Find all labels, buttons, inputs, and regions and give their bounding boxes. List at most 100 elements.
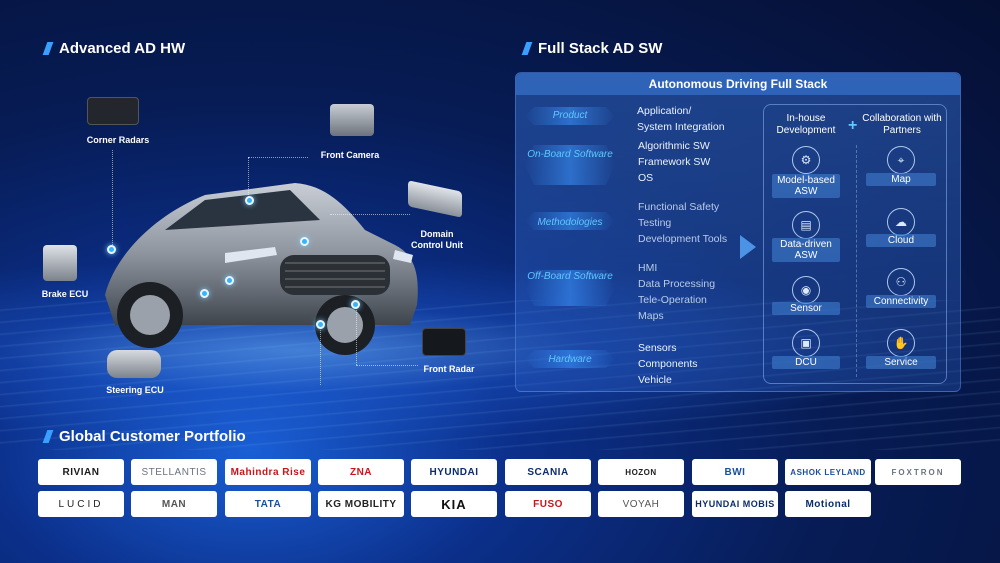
sensor-dot [107,245,116,254]
card-label-cloud: Cloud [866,234,936,247]
hw-title-text: Advanced AD HW [59,40,186,57]
slash-icon [521,42,533,55]
logo-fuso: FUSO [505,491,591,517]
corner-radar-image [87,97,139,125]
logo-man: MAN [131,491,217,517]
card-label-connectivity: Connectivity [866,295,936,308]
layer-item: Vehicle [638,374,672,386]
layer-band [525,212,615,230]
arrow-right-icon [740,235,756,259]
inhouse-title: In-house Development [776,113,836,136]
sw-title-text: Full Stack AD SW [538,40,663,57]
layer-item: Application/ [637,105,692,117]
data-icon: ▤ [792,211,820,239]
card-label-map: Map [866,173,936,186]
layer-item: Algorithmic SW [638,140,710,152]
logo-hyundai-mobis: HYUNDAI MOBIS [692,491,778,517]
sensor-dot [225,276,234,285]
card-label-dcu: DCU [772,356,840,369]
card-label-model: Model-based ASW [772,174,840,198]
brake-ecu-image [43,245,77,281]
layer-band [525,350,615,368]
plus-icon: + [848,117,858,134]
dcu-icon: ▣ [792,329,820,357]
map-icon: ⌖ [887,146,915,174]
brake-ecu-label: Brake ECU [41,289,89,299]
slash-icon [42,42,54,55]
layer-item: Maps [638,310,664,322]
full-stack-panel: Autonomous Driving Full Stack [515,72,961,392]
steering-ecu-image [107,350,161,378]
layer-items-onboard: Algorithmic SW Framework SW OS [638,138,710,186]
model-icon: ⚙ [792,146,820,174]
leader-line [330,214,410,215]
layer-tag-hardware: Hardware [548,354,592,365]
leader-line [356,305,357,365]
hw-section-title: Advanced AD HW [42,40,186,57]
layer-item: Tele-Operation [638,294,707,306]
front-radar-label: Front Radar [423,364,475,374]
layer-band [525,145,615,185]
layer-items-hardware: Sensors Components Vehicle [638,340,698,388]
corner-radars-label: Corner Radars [86,135,150,145]
layer-items-offboard: HMI Data Processing Tele-Operation Maps [638,260,715,324]
sensor-dot [200,289,209,298]
logo-motional: Motional [785,491,871,517]
layer-band [525,107,615,125]
logo-ashok-leyland: ASHOK LEYLAND [785,459,871,485]
layer-item: Functional Safety [638,201,720,213]
layer-item: HMI [638,262,658,274]
sensor-icon: ◉ [792,276,820,304]
leader-line [320,325,321,385]
sensor-dot [245,196,254,205]
layer-item: Development Tools [638,233,728,245]
layer-tag-offboard: Off-Board Software [527,271,613,282]
cloud-icon: ☁ [887,208,915,236]
logo-tata: TATA [225,491,311,517]
connectivity-icon: ⚇ [887,268,915,296]
logo-foxtron: FOXTRON [875,459,961,485]
sensor-dot [351,300,360,309]
leader-line [248,157,249,201]
portfolio-title-text: Global Customer Portfolio [59,428,246,445]
layer-item: Sensors [638,342,677,354]
card-label-data: Data-driven ASW [772,238,840,262]
logo-voyah: VOYAH [598,491,684,517]
leader-line [356,365,418,366]
card-label-sensor: Sensor [772,302,840,315]
layer-tag-methodologies: Methodologies [537,217,603,228]
leader-line [112,150,113,245]
logo-rivian: RIVIAN [38,459,124,485]
layer-item: Framework SW [638,156,711,168]
logo-mahindra: Mahindra Rise [225,459,311,485]
front-camera-label: Front Camera [320,150,380,160]
logo-kia: KIA [411,491,497,517]
leader-line [248,157,308,158]
logo-bwi: BWI [692,459,778,485]
front-camera-image [330,104,374,136]
domain-control-unit-label: Domain Control Unit [411,229,463,250]
sensor-dot [300,237,309,246]
layer-item: OS [638,172,654,184]
logo-zna: ZNA [318,459,404,485]
front-radar-image [422,328,466,356]
logo-hyundai: HYUNDAI [411,459,497,485]
layer-item: System Integration [637,121,725,133]
card-label-service: Service [866,356,936,369]
service-icon: ✋ [887,329,915,357]
partners-title: Collaboration with Partners [862,113,942,136]
layer-tag-onboard: On-Board Software [527,149,613,160]
layer-tag-product: Product [552,110,588,121]
divider [856,145,857,377]
steering-ecu-label: Steering ECU [106,385,164,395]
layer-item: Testing [638,217,672,229]
portfolio-section-title: Global Customer Portfolio [42,428,246,445]
car-illustration [105,183,418,355]
layer-items-product: Application/ System Integration [637,103,725,135]
sw-section-title: Full Stack AD SW [521,40,663,57]
slash-icon [42,430,54,443]
logo-lucid: LUCID [38,491,124,517]
layer-item: Data Processing [638,278,716,290]
panel-header: Autonomous Driving Full Stack [516,73,960,95]
logo-stellantis: STELLANTIS [131,459,217,485]
